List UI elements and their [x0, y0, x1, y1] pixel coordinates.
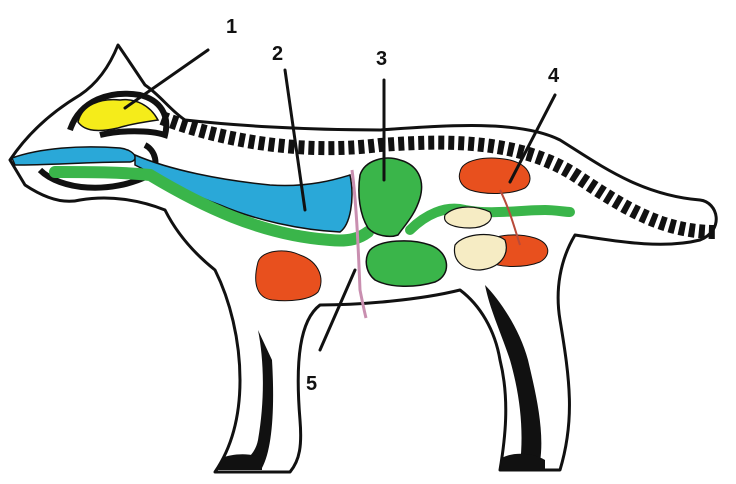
- label-5: 5: [306, 373, 317, 395]
- label-3: 3: [376, 48, 387, 70]
- label-2: 2: [272, 43, 283, 65]
- reproductive-organ: [445, 207, 492, 228]
- label-1: 1: [226, 16, 237, 38]
- intestine: [366, 241, 446, 286]
- label-4: 4: [548, 65, 560, 87]
